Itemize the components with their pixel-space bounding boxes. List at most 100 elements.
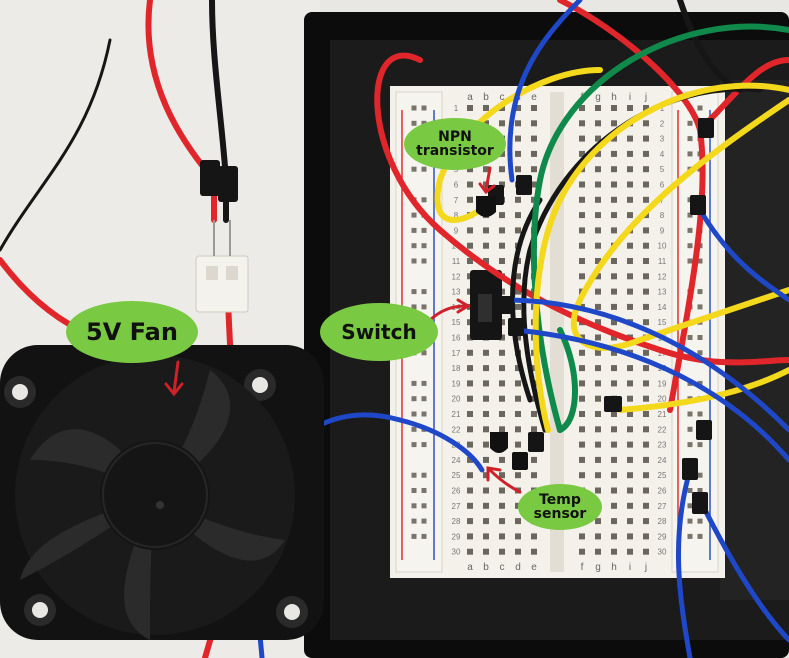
breadboard-hole <box>643 105 649 111</box>
row-number: 22 <box>452 425 461 434</box>
breadboard-hole <box>627 441 633 448</box>
row-number: 1 <box>454 104 459 113</box>
breadboard-hole <box>483 487 489 494</box>
row-number: 11 <box>452 257 461 266</box>
breadboard-hole <box>467 365 473 372</box>
breadboard-hole <box>595 242 601 249</box>
breadboard-hole <box>579 533 585 540</box>
breadboard-hole <box>467 196 473 203</box>
breadboard-hole <box>483 548 489 555</box>
breadboard-hole <box>467 166 473 173</box>
breadboard-hole <box>515 548 521 555</box>
breadboard-hole <box>595 135 601 142</box>
breadboard-hole <box>579 242 585 249</box>
temp-label-line2: sensor <box>533 506 587 522</box>
column-letter: j <box>644 562 647 573</box>
power-rail-hole <box>687 258 693 264</box>
power-rail-hole <box>411 227 417 233</box>
breadboard-hole <box>643 196 649 203</box>
power-rail-hole <box>411 442 417 448</box>
breadboard-hole <box>483 395 489 402</box>
power-rail-hole <box>687 227 693 233</box>
column-letter: a <box>467 92 473 103</box>
power-rail-hole <box>697 289 703 295</box>
breadboard-hole <box>595 548 601 555</box>
breadboard-hole <box>467 472 473 479</box>
breadboard-hole <box>627 411 633 417</box>
breadboard-hole <box>595 303 601 310</box>
power-rail-hole <box>421 472 427 478</box>
power-rail-hole <box>697 380 703 386</box>
breadboard-hole <box>499 456 505 463</box>
power-rail-hole <box>687 442 693 448</box>
power-rail-hole <box>411 380 417 386</box>
row-number: 16 <box>452 334 461 343</box>
temp-label-line1: Temp <box>539 492 581 508</box>
breadboard-hole <box>515 135 521 142</box>
breadboard-hole <box>611 258 617 264</box>
breadboard-hole <box>643 150 649 157</box>
breadboard-hole <box>595 319 601 326</box>
breadboard-hole <box>579 196 585 203</box>
column-letter: h <box>611 92 617 103</box>
breadboard-hole <box>499 227 505 234</box>
breadboard-hole <box>595 120 601 127</box>
column-letter: c <box>500 92 505 103</box>
power-rail-hole <box>687 488 693 493</box>
power-rail-hole <box>421 380 427 386</box>
breadboard-hole <box>483 518 489 525</box>
breadboard-hole <box>531 181 537 188</box>
breadboard-hole <box>611 166 617 173</box>
breadboard-hole <box>611 227 617 234</box>
breadboard-hole <box>499 426 505 433</box>
row-number: 20 <box>452 395 461 404</box>
breadboard-hole <box>627 273 633 280</box>
breadboard-hole <box>611 105 617 111</box>
breadboard-hole <box>467 181 473 188</box>
breadboard-hole <box>643 303 649 310</box>
row-number: 30 <box>658 548 667 557</box>
breadboard-hole <box>515 288 521 295</box>
fan-label: 5V Fan <box>66 301 198 363</box>
breadboard-hole <box>499 181 505 188</box>
breadboard-hole <box>627 105 633 111</box>
power-rail-hole <box>411 212 417 218</box>
power-rail-hole <box>421 258 427 264</box>
breadboard-hole <box>611 411 617 417</box>
breadboard-hole <box>595 288 601 295</box>
breadboard-hole <box>467 227 473 234</box>
breadboard-hole <box>595 166 601 173</box>
breadboard-hole <box>611 365 617 372</box>
power-rail-hole <box>687 426 693 432</box>
row-number: 12 <box>452 272 461 281</box>
power-rail-hole <box>411 472 417 478</box>
breadboard-hole <box>643 472 649 479</box>
row-number: 13 <box>658 288 667 297</box>
column-letter: g <box>595 92 601 103</box>
breadboard-hole <box>579 120 585 127</box>
breadboard-hole <box>515 395 521 402</box>
breadboard-hole <box>611 273 617 280</box>
column-letter: g <box>595 562 601 573</box>
breadboard-hole <box>611 181 617 188</box>
breadboard-hole <box>483 411 489 417</box>
power-rail-hole <box>421 503 427 509</box>
breadboard-hole <box>579 105 585 111</box>
breadboard-hole <box>643 380 649 387</box>
breadboard-hole <box>611 426 617 433</box>
column-letter: d <box>515 562 521 573</box>
breadboard-hole <box>595 395 601 402</box>
power-rail-hole <box>421 304 427 310</box>
breadboard-hole <box>595 258 601 264</box>
breadboard-hole <box>595 472 601 479</box>
breadboard-hole <box>515 411 521 417</box>
power-rail-hole <box>421 227 427 233</box>
breadboard-hole <box>467 334 473 341</box>
breadboard-hole <box>515 380 521 387</box>
breadboard-hole <box>499 242 505 249</box>
row-number: 19 <box>452 379 461 388</box>
breadboard-hole <box>467 548 473 555</box>
power-rail-hole <box>411 166 417 172</box>
breadboard-hole <box>627 533 633 540</box>
power-rail-hole <box>687 335 693 340</box>
